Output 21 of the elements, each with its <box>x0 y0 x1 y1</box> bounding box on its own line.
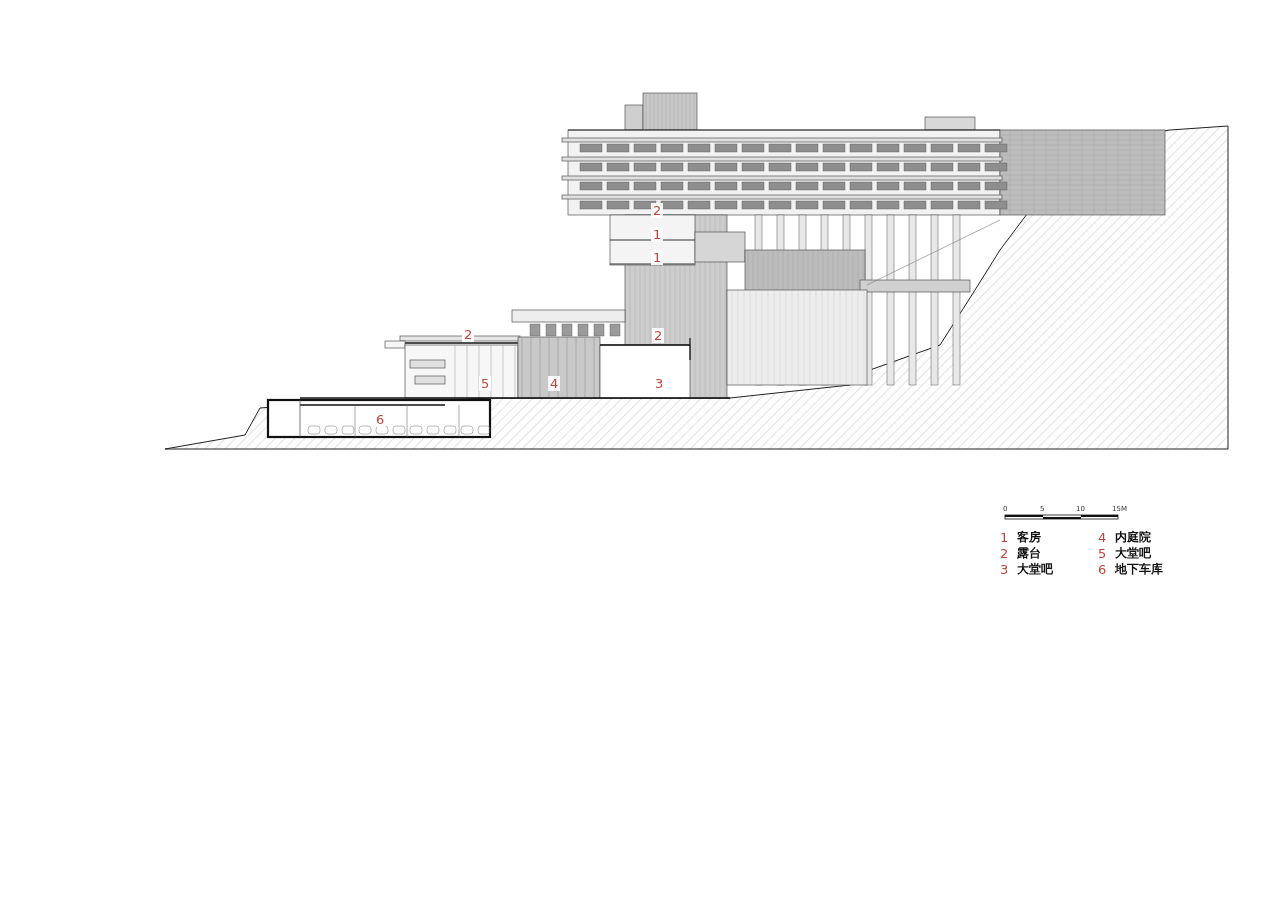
legend-text: 大堂吧 <box>1017 563 1053 575</box>
legend-number: 2 <box>1000 547 1009 560</box>
legend-text: 内庭院 <box>1115 531 1151 543</box>
legend-text: 客房 <box>1017 531 1041 543</box>
legend-number: 4 <box>1098 531 1107 544</box>
legend-number: 5 <box>1098 547 1107 560</box>
callout-number: 2 <box>651 203 664 218</box>
callout-number: 6 <box>374 412 387 427</box>
callout-number: 3 <box>653 376 666 391</box>
legend-number: 6 <box>1098 563 1107 576</box>
callout-number: 5 <box>479 376 492 391</box>
callout-number: 2 <box>462 327 475 342</box>
legend-text: 大堂吧 <box>1115 547 1151 559</box>
callout-number: 2 <box>652 328 665 343</box>
legend-text: 露台 <box>1017 547 1041 559</box>
callout-number: 1 <box>651 250 664 265</box>
legend-number: 3 <box>1000 563 1009 576</box>
callout-number: 4 <box>548 376 561 391</box>
legend-text: 地下车库 <box>1115 563 1163 575</box>
callout-number: 1 <box>651 227 664 242</box>
legend-number: 1 <box>1000 531 1009 544</box>
